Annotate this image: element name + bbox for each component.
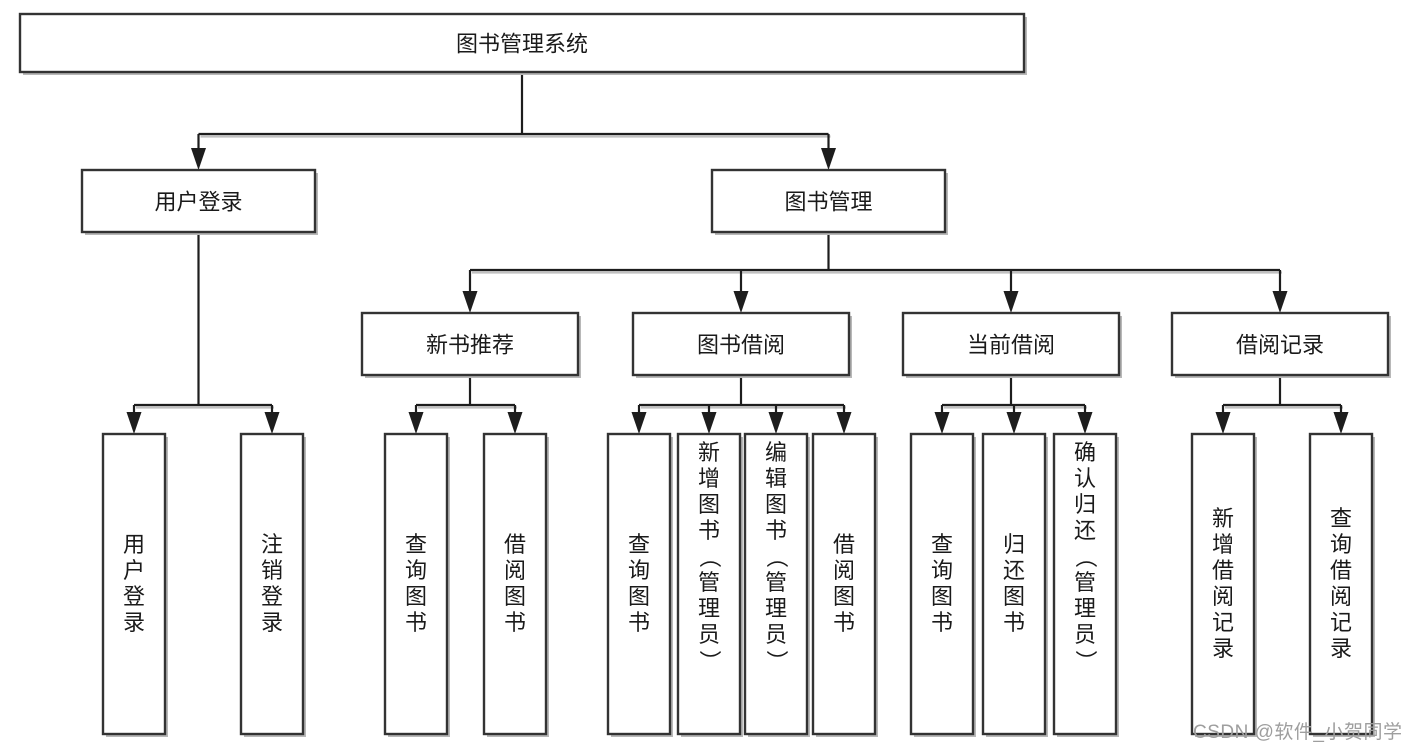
node-box[interactable]	[981, 432, 1047, 736]
arrow-head-icon	[1077, 412, 1093, 434]
node-box[interactable]	[676, 432, 742, 736]
node-box[interactable]	[1052, 432, 1118, 736]
node-box[interactable]	[901, 311, 1121, 377]
arrow-head-icon	[836, 412, 852, 434]
arrow-head-icon	[631, 412, 647, 434]
node-box[interactable]	[710, 168, 947, 234]
node-box[interactable]	[239, 432, 305, 736]
node-label: 图书管理系统	[456, 32, 588, 57]
node-user-login-group[interactable]: 用户登录	[80, 168, 318, 235]
arrow-head-icon	[126, 412, 142, 434]
arrow-head-icon	[1003, 291, 1019, 313]
node-leaf-edit-book[interactable]	[743, 432, 810, 737]
node-box[interactable]	[482, 432, 548, 736]
arrow-head-icon	[462, 291, 478, 313]
node-box[interactable]	[101, 432, 167, 736]
node-book-manage-group[interactable]: 图书管理	[710, 168, 948, 235]
node-leaf-query-borrow-record[interactable]	[1308, 432, 1375, 737]
node-box[interactable]	[80, 168, 317, 234]
node-leaf-add-borrow-record[interactable]	[1190, 432, 1257, 737]
node-box[interactable]	[383, 432, 449, 736]
arrow-head-icon	[733, 291, 749, 313]
node-box[interactable]	[18, 12, 1026, 74]
node-leaf-query-book-current[interactable]	[909, 432, 976, 737]
node-box[interactable]	[1308, 432, 1374, 736]
node-leaf-query-book-new[interactable]	[383, 432, 450, 737]
node-borrow-record[interactable]: 借阅记录	[1170, 311, 1391, 378]
arrow-head-icon	[934, 412, 950, 434]
arrow-head-icon	[1006, 412, 1022, 434]
node-book-borrow[interactable]: 图书借阅	[631, 311, 852, 378]
node-box[interactable]	[606, 432, 672, 736]
node-leaf-user-login[interactable]	[101, 432, 168, 737]
node-box[interactable]	[1190, 432, 1256, 736]
arrow-head-icon	[191, 148, 206, 170]
node-label: 当前借阅	[967, 333, 1055, 358]
node-box[interactable]	[743, 432, 809, 736]
arrow-head-icon	[507, 412, 523, 434]
arrow-head-icon	[1333, 412, 1349, 434]
node-leaf-borrow-book-new[interactable]	[482, 432, 549, 737]
node-leaf-logout[interactable]	[239, 432, 306, 737]
node-label: 借阅记录	[1236, 333, 1324, 358]
arrow-head-icon	[408, 412, 424, 434]
arrow-head-icon	[768, 412, 784, 434]
node-box[interactable]	[631, 311, 851, 377]
node-leaf-return-book[interactable]	[981, 432, 1048, 737]
node-leaf-borrow-book[interactable]	[811, 432, 878, 737]
node-box[interactable]	[360, 311, 580, 377]
node-leaf-query-book-borrow[interactable]	[606, 432, 673, 737]
node-new-book-recommend[interactable]: 新书推荐	[360, 311, 581, 378]
arrow-head-icon	[821, 148, 836, 170]
node-box[interactable]	[1170, 311, 1390, 377]
node-leaf-add-book[interactable]	[676, 432, 743, 737]
arrow-head-icon	[1215, 412, 1231, 434]
node-label: 图书借阅	[697, 333, 785, 358]
connector-layer	[126, 72, 1349, 434]
arrow-head-icon	[701, 412, 717, 434]
watermark-text: CSDN @软件_小贺同学	[1193, 722, 1403, 743]
node-leaf-confirm-return[interactable]	[1052, 432, 1119, 737]
node-current-borrow[interactable]: 当前借阅	[901, 311, 1122, 378]
node-root[interactable]: 图书管理系统	[18, 12, 1027, 75]
arrow-head-icon	[264, 412, 280, 434]
node-box[interactable]	[909, 432, 975, 736]
node-label: 图书管理	[784, 190, 872, 215]
node-label: 新书推荐	[426, 333, 514, 358]
node-label: 用户登录	[154, 190, 242, 215]
arrow-head-icon	[1272, 291, 1288, 313]
node-box[interactable]	[811, 432, 877, 736]
